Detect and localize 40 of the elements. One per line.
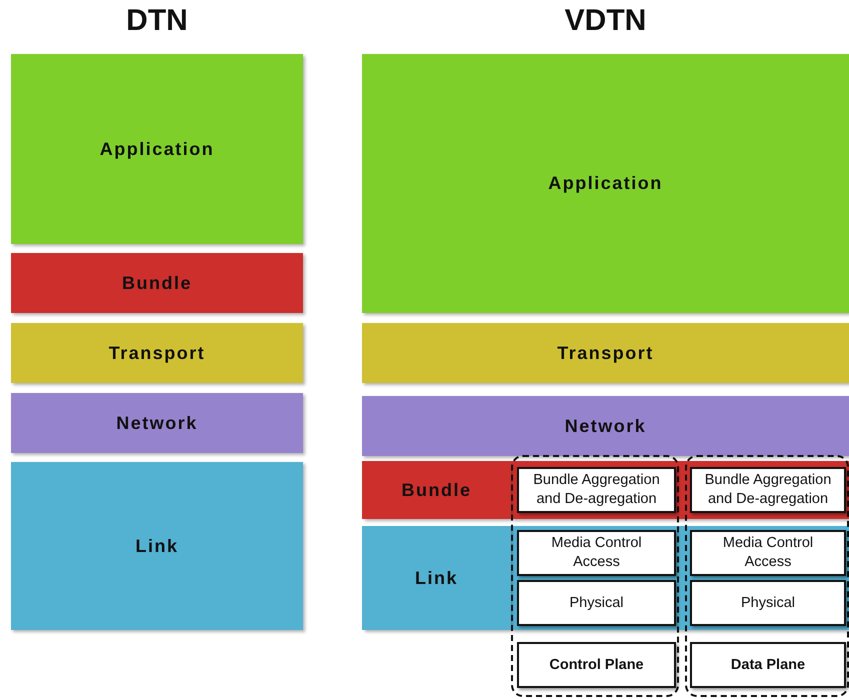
sublayer-box bbox=[517, 467, 676, 513]
sublayer-label: Physical bbox=[570, 594, 624, 612]
sublayer-box bbox=[690, 467, 846, 513]
layer-label: Network bbox=[564, 416, 646, 436]
sublayer-box bbox=[517, 530, 676, 576]
layer-label: Transport bbox=[108, 342, 206, 364]
sublayer-box bbox=[690, 530, 846, 576]
dashed-group-outline bbox=[685, 455, 849, 697]
sublayer-box bbox=[690, 642, 846, 688]
layer-label: Bundle bbox=[122, 272, 192, 294]
layer-label: Application bbox=[100, 138, 214, 160]
layer-band bbox=[11, 462, 303, 630]
sublayer-label: Media Control Access bbox=[722, 534, 814, 572]
layer-label: Link bbox=[135, 536, 178, 556]
dashed-group-outline bbox=[511, 455, 679, 697]
stack-heading: DTN bbox=[125, 4, 189, 38]
layer-label: Transport bbox=[557, 342, 654, 364]
layer-band bbox=[11, 253, 303, 313]
layer-band bbox=[362, 526, 511, 630]
sublayer-label: Media Control Access bbox=[550, 534, 643, 572]
layer-band bbox=[11, 323, 303, 383]
layer-band bbox=[362, 461, 511, 519]
layer-band bbox=[362, 323, 849, 383]
sublayer-label: Physical bbox=[741, 594, 795, 612]
sublayer-box bbox=[690, 580, 846, 626]
sublayer-box bbox=[517, 642, 676, 688]
layer-band bbox=[11, 393, 303, 453]
sublayer-box bbox=[517, 580, 676, 626]
sublayer-label: Bundle Aggregation and De-agregation bbox=[532, 471, 661, 509]
layer-band bbox=[11, 54, 303, 244]
sublayer-label: Control Plane bbox=[549, 656, 644, 674]
layer-band bbox=[362, 54, 849, 313]
layer-label: Bundle bbox=[402, 480, 472, 500]
layer-band bbox=[362, 396, 849, 456]
layer-label: Link bbox=[414, 568, 458, 588]
sublayer-label: Data Plane bbox=[730, 656, 806, 674]
layer-label: Application bbox=[548, 173, 663, 194]
stack-heading: VDTN bbox=[564, 4, 648, 38]
sublayer-label: Bundle Aggregation and De-agregation bbox=[704, 471, 832, 509]
layer-label: Network bbox=[116, 412, 198, 434]
